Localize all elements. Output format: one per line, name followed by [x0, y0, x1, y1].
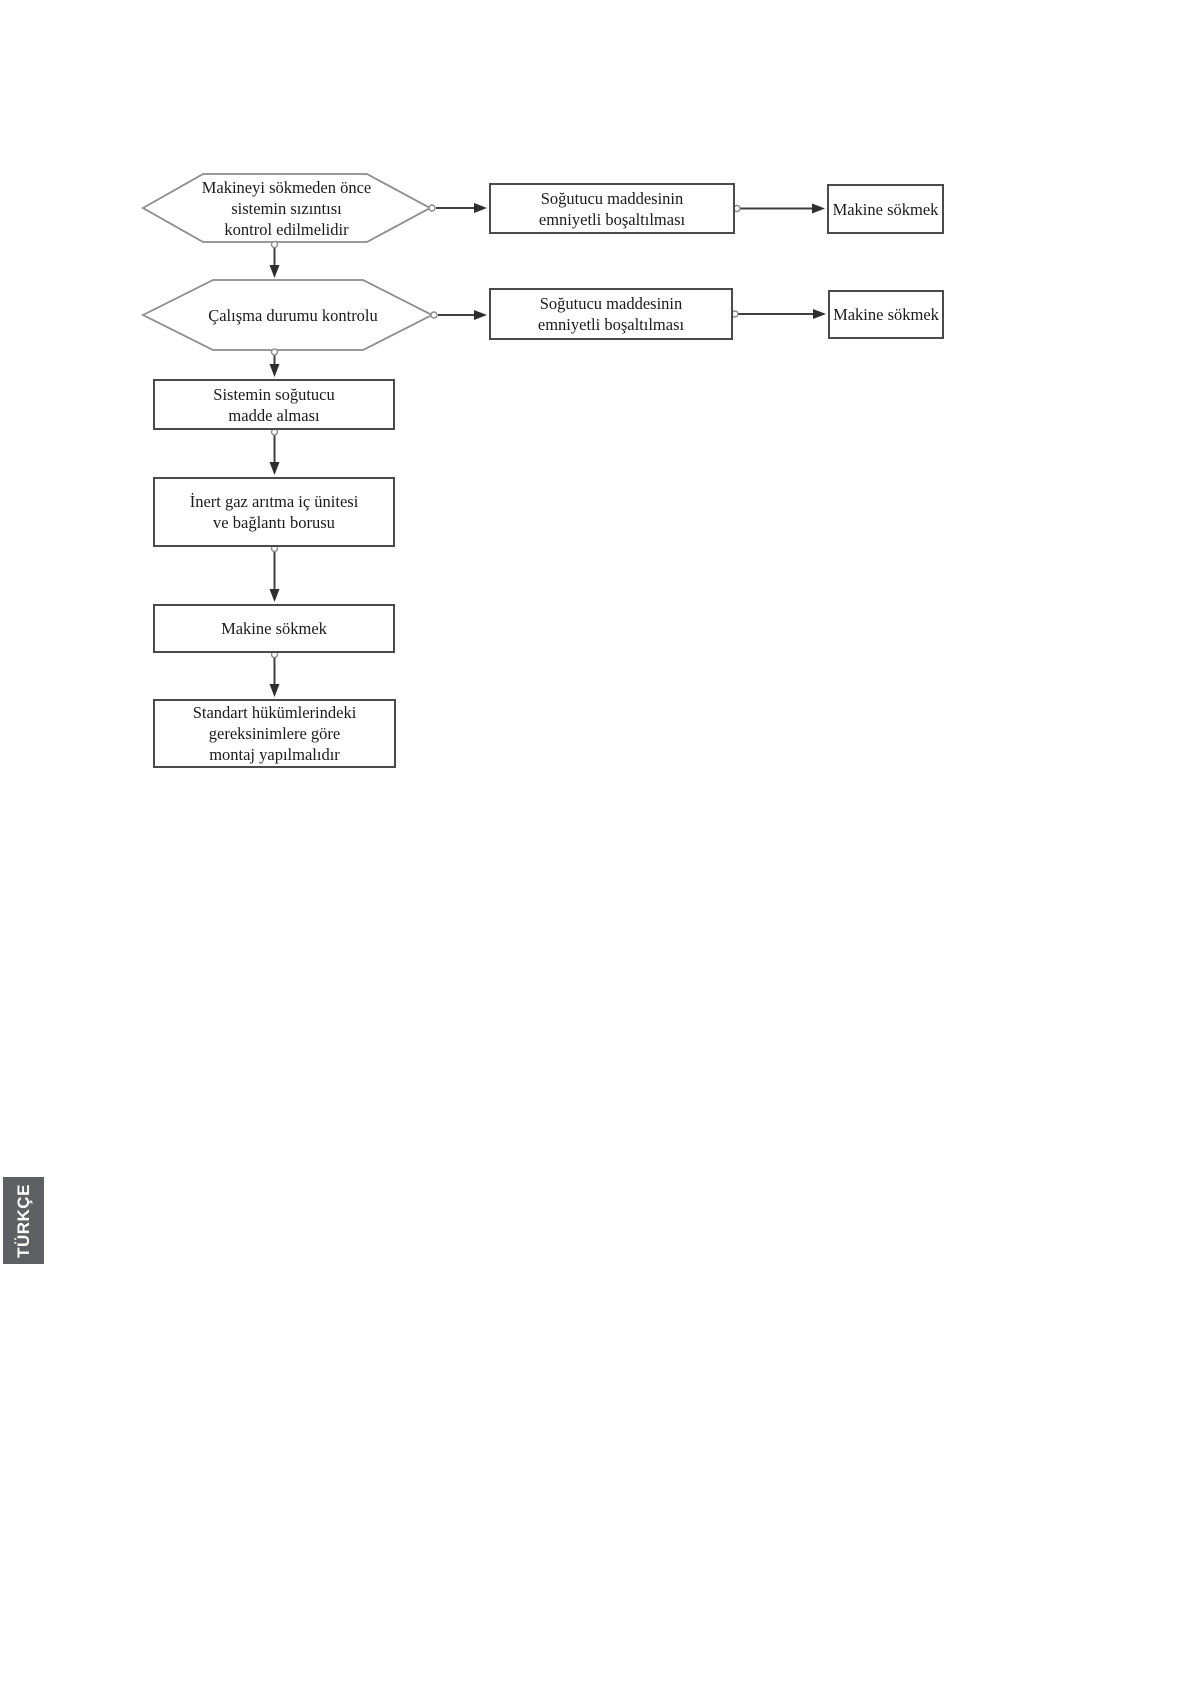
language-tab-label: TÜRKÇE [13, 1183, 33, 1258]
box-dismantle-2: Makine sökmek [828, 290, 944, 339]
box-inert-gas-purge: İnert gaz arıtma iç ünitesi ve bağlantı … [153, 477, 395, 547]
hexagon-leak-check-label: Makineyi sökmeden önce sistemin sızıntıs… [201, 178, 372, 239]
box-safe-discharge-1: Soğutucu maddesinin emniyetli boşaltılma… [489, 183, 735, 234]
box-refrigerant-charge: Sistemin soğutucu madde alması [153, 379, 395, 430]
box-standard-assembly: Standart hükümlerindeki gereksinimlere g… [153, 699, 396, 768]
connector-dot [270, 240, 279, 249]
box-dismantle-3: Makine sökmek [153, 604, 395, 653]
box-dismantle-1: Makine sökmek [827, 184, 944, 234]
language-tab-turkce: TÜRKÇE [3, 1177, 44, 1264]
hexagon-operation-check-label: Çalışma durumu kontrolu [208, 305, 378, 325]
box-safe-discharge-2: Soğutucu maddesinin emniyetli boşaltılma… [489, 288, 733, 340]
connector-dot [270, 348, 279, 356]
connector-dot [428, 204, 436, 212]
